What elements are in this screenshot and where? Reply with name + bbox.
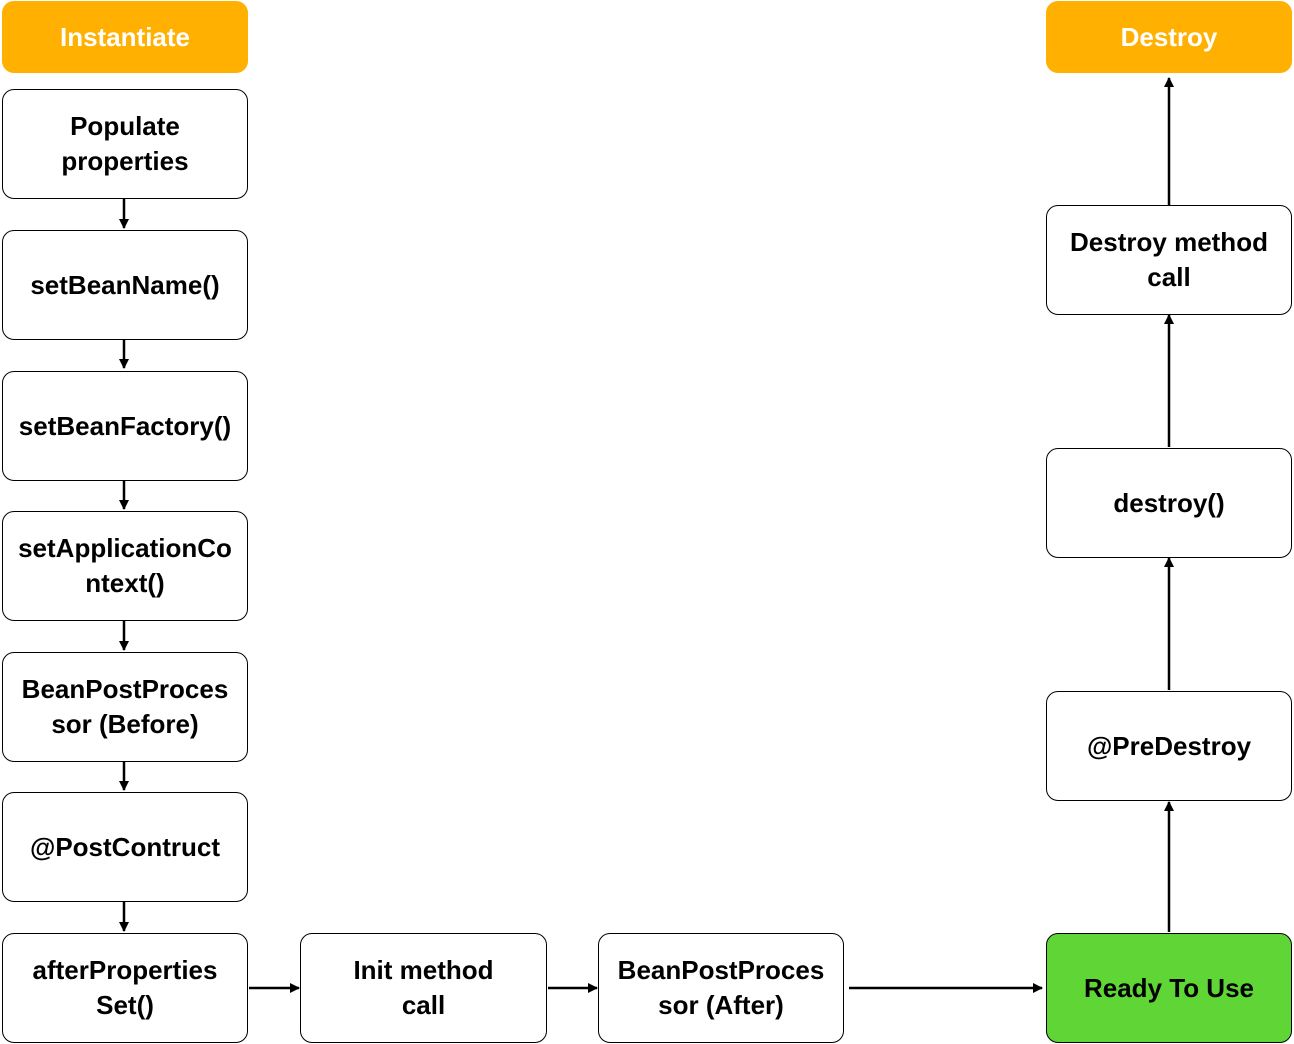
destroy-method-node: Destroy method call — [1046, 205, 1292, 315]
instantiate-node: Instantiate — [2, 1, 248, 73]
init-method-node: Init method call — [300, 933, 547, 1043]
set-application-context-node: setApplicationCo ntext() — [2, 511, 248, 621]
ready-to-use-node: Ready To Use — [1046, 933, 1292, 1043]
set-bean-factory-node: setBeanFactory() — [2, 371, 248, 481]
set-bean-name-node: setBeanName() — [2, 230, 248, 340]
pre-destroy-node: @PreDestroy — [1046, 691, 1292, 801]
bean-post-processor-before-node: BeanPostProces sor (Before) — [2, 652, 248, 762]
populate-properties-node: Populate properties — [2, 89, 248, 199]
destroy-top-node: Destroy — [1046, 1, 1292, 73]
post-construct-node: @PostContruct — [2, 792, 248, 902]
after-properties-set-node: afterProperties Set() — [2, 933, 248, 1043]
destroy-node: destroy() — [1046, 448, 1292, 558]
bean-post-processor-after-node: BeanPostProces sor (After) — [598, 933, 844, 1043]
